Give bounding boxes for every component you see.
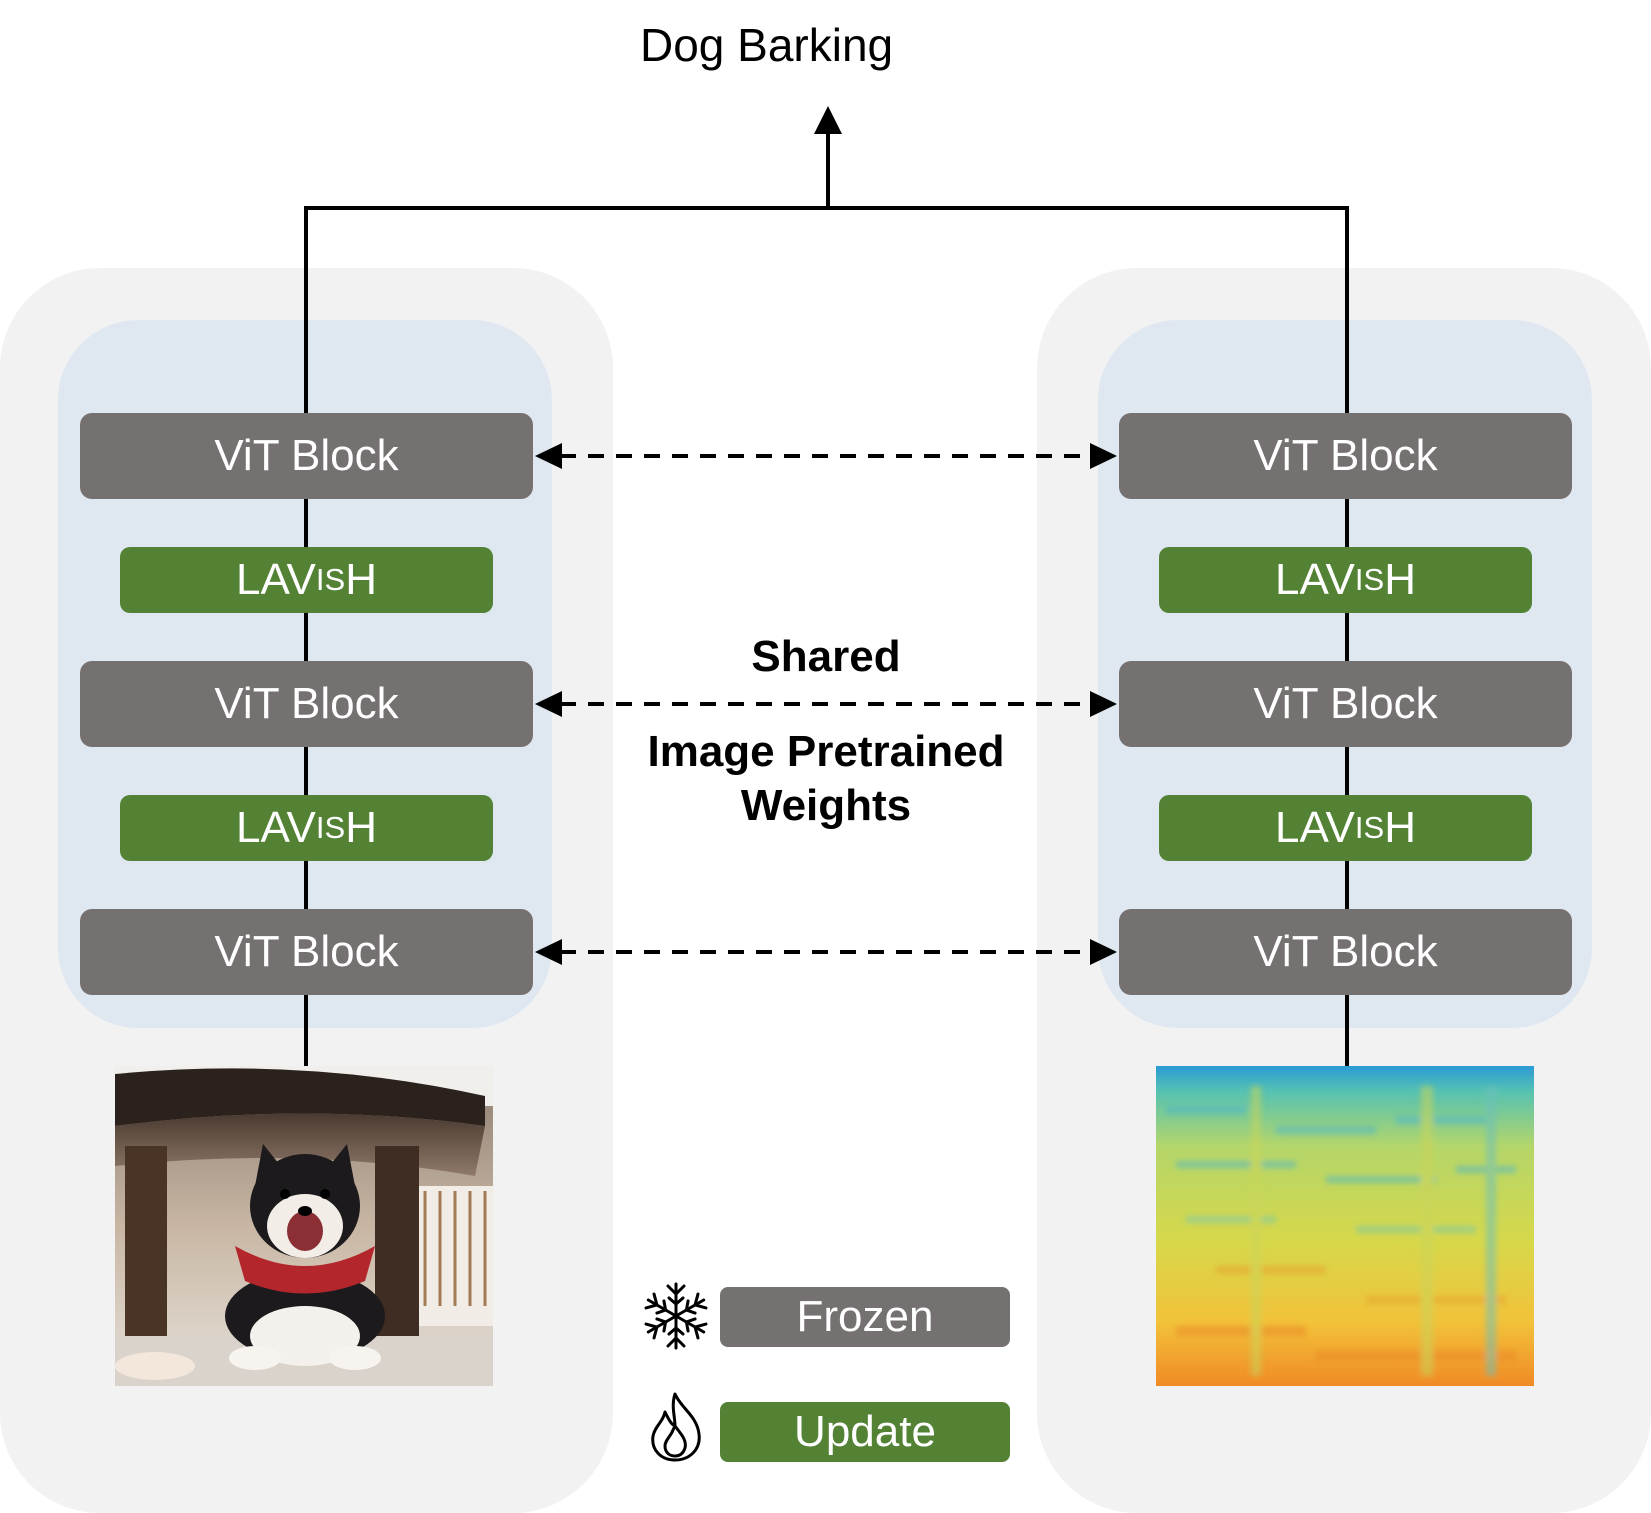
lavish-text-main: LAV <box>236 803 316 852</box>
shared-weight-arrow-3 <box>535 939 1117 965</box>
audio-vit-block-3: ViT Block <box>1119 909 1572 995</box>
shared-weight-arrow-1 <box>535 443 1117 469</box>
lavish-text-tail: H <box>345 803 377 852</box>
weights-label: Weights <box>740 781 912 830</box>
audio-vit-block-2: ViT Block <box>1119 661 1572 747</box>
snowflake-icon <box>642 1282 710 1350</box>
update-legend-box: Update <box>720 1402 1010 1462</box>
image-pretrained-label: Image Pretrained <box>647 727 1005 776</box>
lavish-text-small: IS <box>315 562 346 597</box>
lavish-text-tail: H <box>345 555 377 604</box>
lavish-text-small: IS <box>1354 562 1385 597</box>
lavish-text-small: IS <box>315 810 346 845</box>
lavish-text-tail: H <box>1384 555 1416 604</box>
visual-vit-block-3: ViT Block <box>80 909 533 995</box>
frozen-legend-box: Frozen <box>720 1287 1010 1347</box>
shared-weight-arrow-2 <box>535 691 1117 717</box>
lavish-text-main: LAV <box>1275 803 1355 852</box>
visual-vit-block-2: ViT Block <box>80 661 533 747</box>
lavish-text-main: LAV <box>236 555 316 604</box>
shared-label: Shared <box>751 632 901 681</box>
lavish-text-tail: H <box>1384 803 1416 852</box>
audio-spectrogram-image <box>1156 1066 1534 1386</box>
lavish-text-small: IS <box>1354 810 1385 845</box>
audio-vit-block-1: ViT Block <box>1119 413 1572 499</box>
visual-vit-block-1: ViT Block <box>80 413 533 499</box>
lavish-text-main: LAV <box>1275 555 1355 604</box>
dog-input-image <box>115 1066 493 1386</box>
output-arrowhead <box>814 106 842 134</box>
output-label: Dog Barking <box>640 19 894 71</box>
flame-icon <box>651 1392 701 1462</box>
